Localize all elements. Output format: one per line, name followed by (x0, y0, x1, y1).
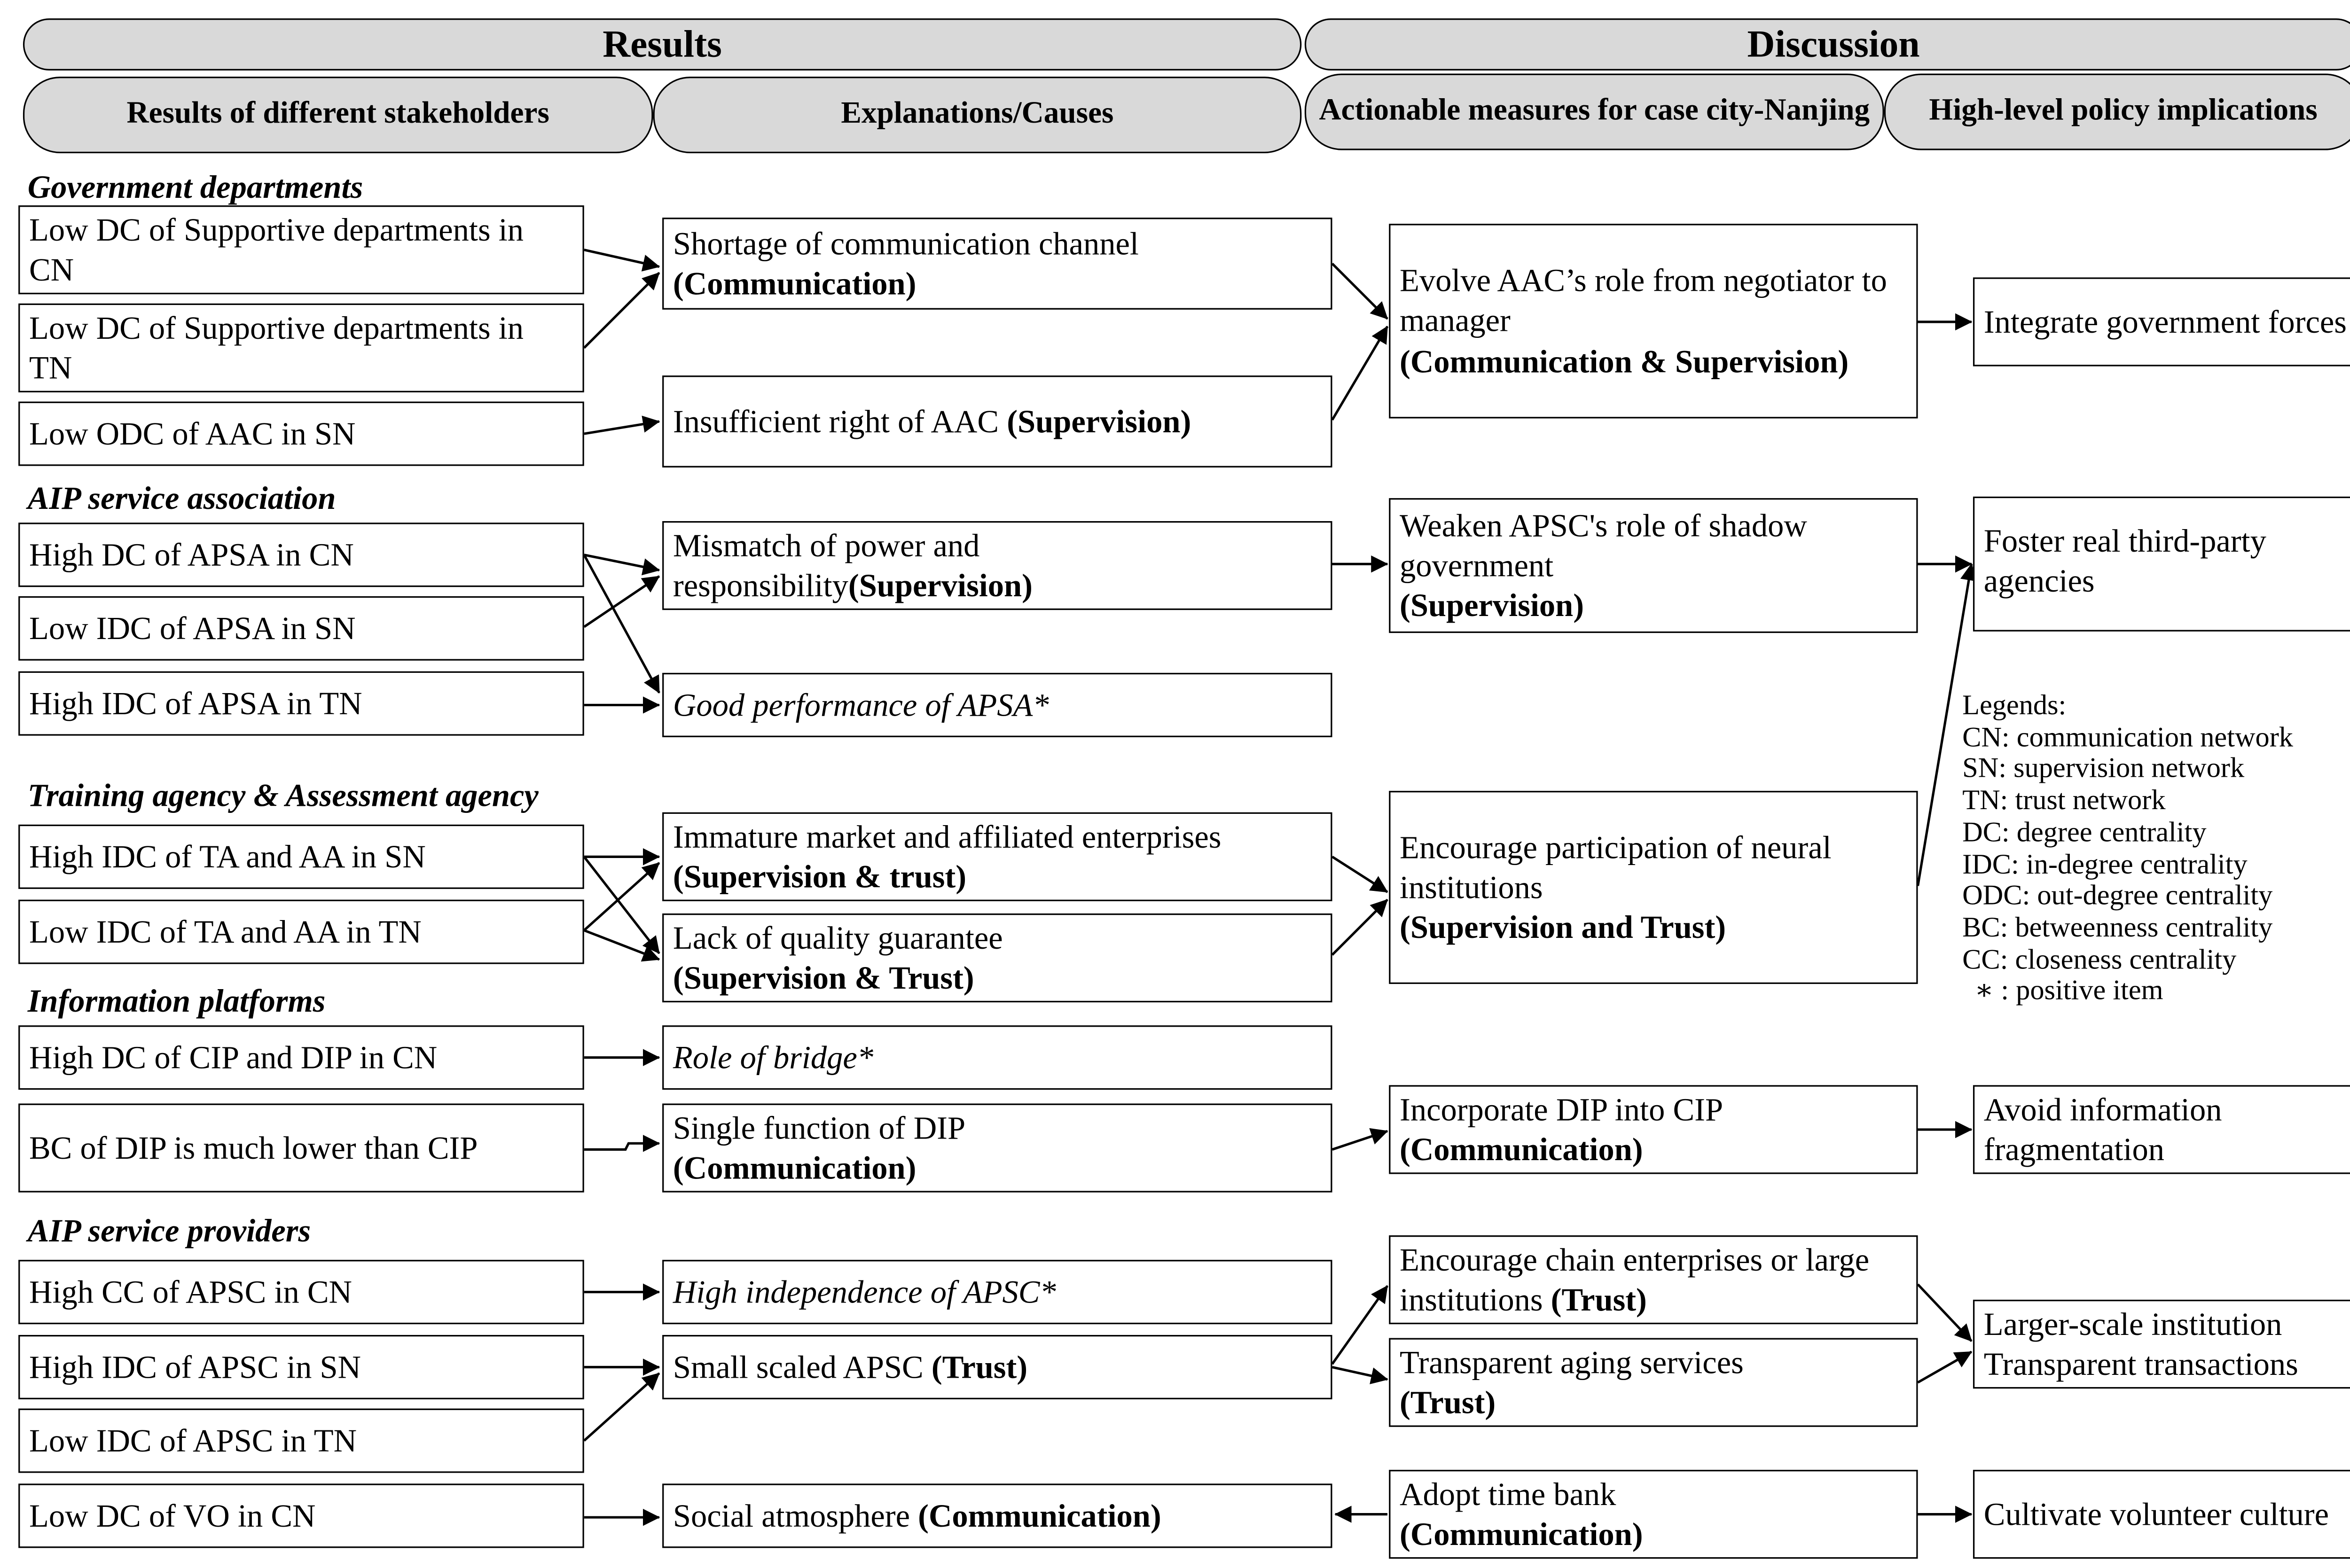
cause-box: Social atmosphere (Communication) (662, 1483, 1332, 1548)
arrow (583, 575, 660, 628)
arrow (583, 929, 660, 962)
column-header-measures: Actionable measures for case city-Nanjin… (1304, 73, 1884, 150)
arrow (1331, 898, 1388, 956)
cause-box: Immature market and affiliated enterpris… (662, 812, 1332, 901)
policy-box: Cultivate volunteer culture (1973, 1470, 2350, 1559)
result-box: Low DC of Supportive departments in CN (18, 205, 584, 295)
result-box: High CC of APSC in CN (18, 1260, 584, 1325)
section-service-providers: AIP service providers (27, 1212, 311, 1249)
arrow (1917, 1350, 1973, 1384)
cause-box: Small scaled APSC (Trust) (662, 1335, 1332, 1400)
arrow (1332, 856, 1388, 893)
measure-box: Transparent aging services(Trust) (1389, 1338, 1918, 1427)
legend-item: IDC: in-degree centrality (1962, 850, 2248, 881)
cause-box: Lack of quality guarantee(Supervision & … (662, 913, 1332, 1003)
result-box: Low IDC of TA and AA in TN (18, 899, 584, 964)
legend-item: SN: supervision network (1962, 755, 2245, 786)
result-box: High IDC of APSA in TN (18, 671, 584, 736)
legend-item: CC: closeness centrality (1962, 945, 2237, 976)
arrow (583, 554, 660, 694)
arrow (583, 862, 660, 931)
legend-item: BC: betweenness centrality (1962, 913, 2273, 944)
arrow (1917, 1283, 1973, 1342)
cause-box: Single function of DIP(Communication) (662, 1103, 1332, 1193)
cause-box: Good performance of APSA* (662, 672, 1332, 737)
result-box: Low DC of Supportive departments in TN (18, 303, 584, 393)
arrow (1331, 326, 1389, 421)
legend-item: ODC: out-degree centrality (1962, 882, 2273, 913)
result-box: BC of DIP is much lower than CIP (18, 1103, 584, 1193)
legend-item: TN: trust network (1962, 786, 2166, 818)
section-apsa: AIP service association (27, 479, 336, 517)
results-header: Results (23, 18, 1302, 71)
arrow (1332, 1365, 1388, 1384)
arrow (583, 1372, 660, 1442)
legend-item: CN: communication network (1962, 723, 2293, 754)
result-box: Low IDC of APSA in SN (18, 596, 584, 661)
result-box: High DC of APSA in CN (18, 523, 584, 587)
arrow (584, 415, 660, 435)
column-header-policy: High-level policy implications (1884, 73, 2350, 150)
legend-item: ∗ : positive item (1974, 977, 2163, 1008)
legend: Legends: CN: communication network SN: s… (1962, 691, 2293, 1009)
arrow (583, 856, 660, 954)
measure-box: Adopt time bank(Communication) (1389, 1470, 1918, 1559)
arrow (584, 1135, 660, 1152)
legend-item: DC: degree centrality (1962, 818, 2207, 849)
arrow (584, 249, 660, 272)
policy-box: Integrate government forces (1973, 277, 2350, 367)
section-training-assessment: Training agency & Assessment agency (27, 777, 539, 814)
result-box: Low IDC of APSC in TN (18, 1408, 584, 1473)
cause-box: Insufficient right of AAC (Supervision) (662, 375, 1332, 468)
arrow (1331, 1285, 1389, 1365)
policy-box: Foster real third-party agencies (1973, 496, 2350, 632)
result-box: Low ODC of AAC in SN (18, 401, 584, 466)
cause-box: Role of bridge* (662, 1025, 1332, 1090)
column-header-causes: Explanations/Causes (653, 77, 1302, 154)
measure-box: Evolve AAC’s role from negotiator to man… (1389, 224, 1918, 419)
measure-box: Encourage participation of neural instit… (1389, 791, 1918, 984)
discussion-header: Discussion (1304, 18, 2350, 71)
arrow (1332, 1128, 1388, 1151)
section-info-platforms: Information platforms (27, 982, 326, 1020)
arrow (583, 272, 660, 349)
measure-box: Weaken APSC's role of shadow government(… (1389, 498, 1918, 633)
result-box: Low DC of VO in CN (18, 1483, 584, 1548)
arrow (1916, 563, 1977, 886)
measure-box: Incorporate DIP into CIP(Communication) (1389, 1085, 1918, 1174)
section-government: Government departments (27, 168, 363, 206)
result-box: High IDC of APSC in SN (18, 1335, 584, 1400)
arrow (584, 554, 660, 576)
result-box: High DC of CIP and DIP in CN (18, 1025, 584, 1090)
cause-box: Shortage of communication channel(Commun… (662, 218, 1332, 310)
measure-box: Encourage chain enterprises or large ins… (1389, 1235, 1918, 1325)
legend-title: Legends: (1962, 691, 2067, 722)
column-header-results: Results of different stakeholders (23, 77, 653, 154)
result-box: High IDC of TA and AA in SN (18, 824, 584, 889)
arrow (1331, 263, 1388, 320)
policy-box: Avoid information fragmentation (1973, 1085, 2350, 1174)
cause-box: High independence of APSC* (662, 1260, 1332, 1325)
cause-box: Mismatch of power and responsibility(Sup… (662, 521, 1332, 610)
